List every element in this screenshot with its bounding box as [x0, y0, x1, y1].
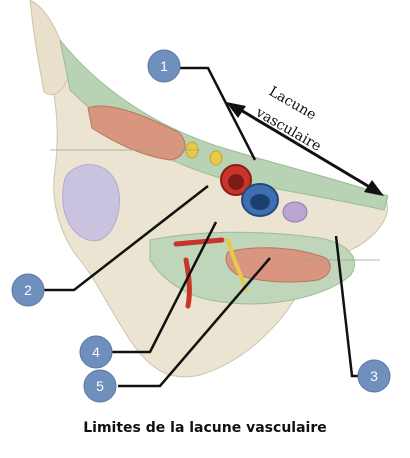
small-artery — [173, 237, 225, 247]
nerve-lower — [209, 150, 223, 166]
marker-4: 4 — [79, 335, 113, 369]
marker-1-label: 1 — [160, 58, 168, 74]
figure-caption: Limites de la lacune vasculaire — [83, 420, 327, 436]
marker-4-label: 4 — [92, 344, 100, 360]
leader-line-4 — [112, 221, 218, 354]
leader-line-1 — [180, 66, 257, 161]
leader-line-5 — [118, 257, 271, 388]
lacune-arrowhead-end — [364, 180, 384, 196]
iliac-spine — [29, 0, 71, 96]
upper-muscle — [87, 105, 186, 161]
marker-3-label: 3 — [370, 368, 378, 384]
marker-3: 3 — [357, 359, 391, 393]
obturator-foramen — [62, 164, 120, 242]
small-artery-2 — [183, 257, 192, 309]
femoral-vein-lumen — [250, 194, 270, 210]
marker-5-label: 5 — [96, 378, 104, 394]
lymph-node — [282, 201, 308, 223]
pectineal-muscle — [225, 247, 331, 283]
marker-5: 5 — [83, 369, 117, 403]
lacune-arrowhead-start — [226, 102, 246, 118]
femoral-artery-lumen — [228, 174, 244, 190]
small-nerve — [226, 238, 248, 292]
marker-2-label: 2 — [24, 282, 32, 298]
lacune-arrow — [233, 104, 379, 194]
leader-line-2 — [44, 185, 209, 292]
marker-2: 2 — [11, 273, 45, 307]
marker-1: 1 — [147, 49, 181, 83]
leader-line-3 — [334, 235, 358, 378]
